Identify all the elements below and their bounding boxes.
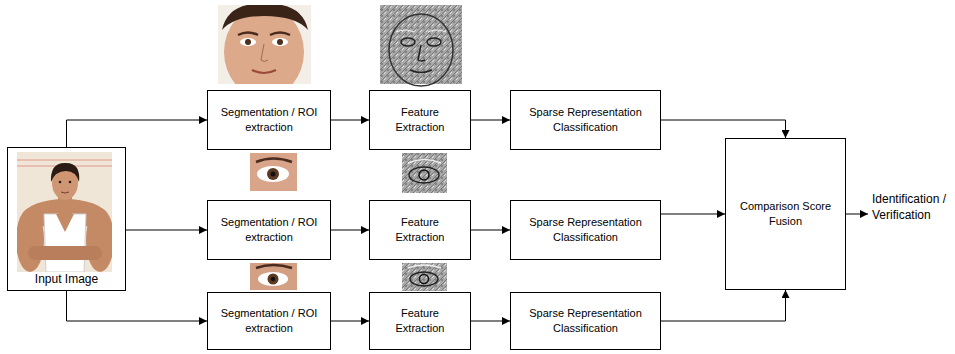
box-text: Feature Extraction (376, 306, 464, 336)
input-photo (17, 152, 112, 272)
box-text: Feature Extraction (376, 105, 464, 135)
flow-arrow (67, 291, 208, 321)
feature-extraction-box: Feature Extraction (369, 90, 471, 150)
box-text: Feature Extraction (376, 215, 464, 245)
box-text: Segmentation / ROI extraction (214, 105, 324, 135)
flow-arrow (471, 120, 510, 121)
box-text: Segmentation / ROI extraction (214, 215, 324, 245)
eye-feature-map (402, 153, 447, 193)
input-image-box: Input Image (7, 147, 126, 291)
flow-arrow (661, 214, 725, 215)
box-text: Sparse Representation Classification (517, 306, 654, 336)
feature-extraction-box: Feature Extraction (369, 200, 471, 260)
face-feature-map (380, 5, 462, 86)
flow-arrow (67, 120, 208, 147)
box-text: Input Image (35, 271, 98, 287)
flow-arrow (331, 230, 369, 231)
output-label: Identification / Verification (872, 192, 950, 223)
flow-arrow (126, 230, 207, 231)
flow-arrow (661, 120, 786, 138)
output-arrow (846, 214, 868, 215)
segmentation-box: Segmentation / ROI extraction (207, 292, 331, 350)
eye-feature-map (402, 263, 447, 291)
fusion-box: Comparison Score Fusion (725, 138, 846, 290)
classification-box: Sparse Representation Classification (510, 292, 661, 350)
flow-arrow (661, 290, 786, 321)
eye-crop (250, 263, 297, 290)
segmentation-box: Segmentation / ROI extraction (207, 200, 331, 260)
flow-arrow (471, 230, 510, 231)
box-text: Sparse Representation Classification (517, 215, 654, 245)
box-text: Segmentation / ROI extraction (214, 306, 324, 336)
classification-box: Sparse Representation Classification (510, 200, 661, 260)
face-crop (218, 5, 311, 84)
eye-crop (250, 153, 297, 191)
box-text: Sparse Representation Classification (517, 105, 654, 135)
segmentation-box: Segmentation / ROI extraction (207, 90, 331, 150)
feature-extraction-box: Feature Extraction (369, 292, 471, 350)
flow-arrow (331, 321, 369, 322)
box-text: Comparison Score Fusion (732, 199, 839, 229)
classification-box: Sparse Representation Classification (510, 90, 661, 150)
flow-arrow (471, 321, 510, 322)
flow-arrow (331, 120, 369, 121)
